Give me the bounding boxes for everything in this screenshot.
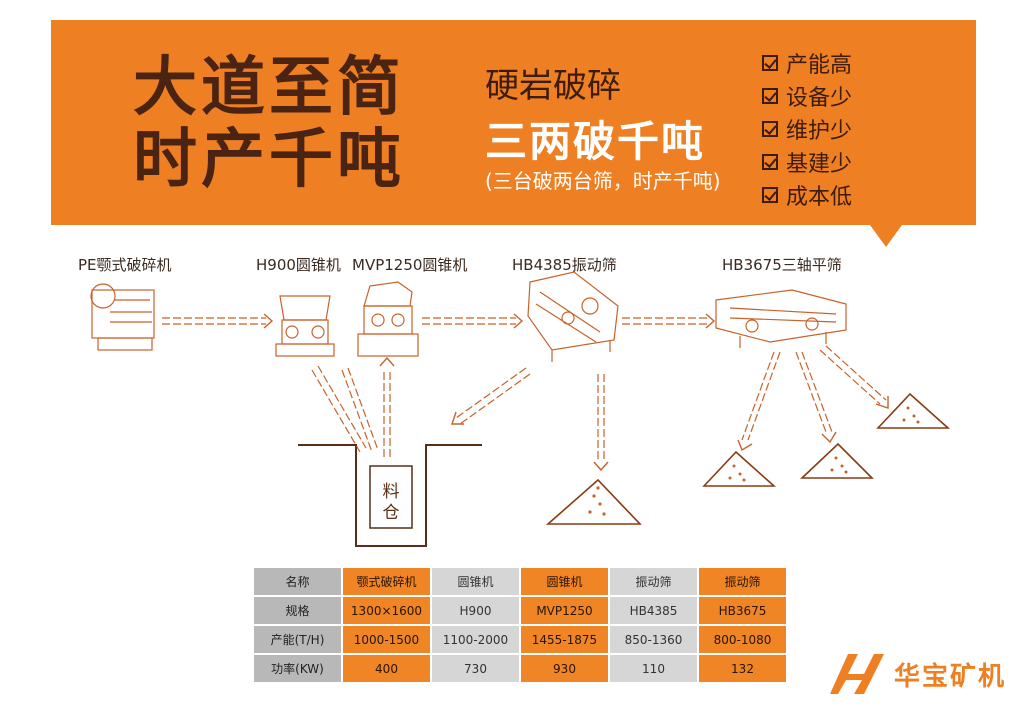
jaw-crusher-icon	[90, 283, 155, 351]
bin-feed-arrows	[311, 365, 531, 460]
banner-pointer	[870, 225, 902, 247]
stockpile-dots	[588, 406, 920, 516]
table-cell: 圆锥机	[432, 568, 519, 595]
table-row: 产能(T/H) 1000-1500 1100-2000 1455-1875 85…	[254, 626, 786, 653]
table-cell: 1000-1500	[343, 626, 430, 653]
feature-item: 基建少	[762, 145, 852, 178]
feature-item: 维护少	[762, 112, 852, 145]
machine-label-hb4385: HB4385振动筛	[512, 256, 617, 274]
spec-table: 名称 颚式破碎机 圆锥机 圆锥机 振动筛 振动筛 规格 1300×1600 H9…	[252, 566, 788, 684]
slogan-line-2: 时产千吨	[133, 123, 405, 197]
table-cell: H900	[432, 597, 519, 624]
checkbox-icon	[762, 54, 778, 71]
machine-label-hb3675: HB3675三轴平筛	[722, 256, 842, 274]
machine-label-mvp1250: MVP1250圆锥机	[352, 256, 468, 274]
feature-label: 维护少	[786, 118, 853, 144]
table-cell: MVP1250	[521, 597, 608, 624]
table-cell: HB4385	[610, 597, 697, 624]
brand-logo: 华宝矿机	[830, 652, 1006, 696]
row-header: 产能(T/H)	[254, 626, 341, 653]
brand-mark-icon	[830, 654, 884, 694]
stockpiles	[545, 392, 951, 525]
table-cell: 730	[432, 655, 519, 682]
table-row: 规格 1300×1600 H900 MVP1250 HB4385 HB3675	[254, 597, 786, 624]
table-cell: 800-1080	[699, 626, 786, 653]
material-bin	[298, 444, 482, 547]
feature-label: 成本低	[786, 184, 853, 210]
h900-cone-crusher-icon	[275, 295, 335, 357]
machine-label-h900: H900圆锥机	[256, 256, 341, 274]
feature-label: 基建少	[786, 151, 853, 177]
feature-list: 产能高 设备少 维护少 基建少 成本低	[762, 46, 852, 211]
feature-item: 设备少	[762, 79, 852, 112]
bin-arrow-heads	[379, 356, 464, 425]
row-header: 规格	[254, 597, 341, 624]
slogan-line-1: 大道至简	[133, 51, 405, 125]
table-cell: 1455-1875	[521, 626, 608, 653]
subtitle: 硬岩破碎	[485, 66, 621, 106]
headline: 三两破千吨	[485, 117, 706, 166]
feed-arrows	[162, 317, 708, 325]
row-header: 名称	[254, 568, 341, 595]
table-cell: 930	[521, 655, 608, 682]
checkbox-icon	[762, 153, 778, 170]
table-row: 功率(KW) 400 730 930 110 132	[254, 655, 786, 682]
table-cell: 400	[343, 655, 430, 682]
product-arrow-heads	[593, 396, 889, 472]
table-cell: HB3675	[699, 597, 786, 624]
machine-label-jaw-crusher: PE颚式破碎机	[78, 256, 172, 274]
feature-label: 产能高	[786, 52, 853, 78]
table-cell: 振动筛	[610, 568, 697, 595]
checkbox-icon	[762, 186, 778, 203]
header-banner	[51, 20, 976, 225]
checkbox-icon	[762, 120, 778, 137]
main-slogan: 大道至简 时产千吨	[133, 52, 405, 196]
table-cell: 振动筛	[699, 568, 786, 595]
brand-name: 华宝矿机	[894, 661, 1007, 692]
hb3675-flat-screen-icon	[715, 289, 847, 348]
product-arrows	[597, 345, 887, 460]
table-cell: 1300×1600	[343, 597, 430, 624]
table-cell: 110	[610, 655, 697, 682]
feature-label: 设备少	[786, 85, 853, 111]
table-cell: 圆锥机	[521, 568, 608, 595]
checkbox-icon	[762, 87, 778, 104]
hb4385-vibrating-screen-icon	[527, 271, 619, 362]
feature-item: 产能高	[762, 46, 852, 79]
table-cell: 132	[699, 655, 786, 682]
table-cell: 850-1360	[610, 626, 697, 653]
bin-label: 料仓	[382, 482, 400, 523]
table-cell: 颚式破碎机	[343, 568, 430, 595]
mvp1250-cone-crusher-icon	[357, 281, 419, 357]
table-cell: 1100-2000	[432, 626, 519, 653]
table-row: 名称 颚式破碎机 圆锥机 圆锥机 振动筛 振动筛	[254, 568, 786, 595]
feature-item: 成本低	[762, 178, 852, 211]
row-header: 功率(KW)	[254, 655, 341, 682]
arrow-heads	[263, 313, 716, 329]
headline-note: (三台破两台筛，时产千吨)	[485, 169, 721, 193]
